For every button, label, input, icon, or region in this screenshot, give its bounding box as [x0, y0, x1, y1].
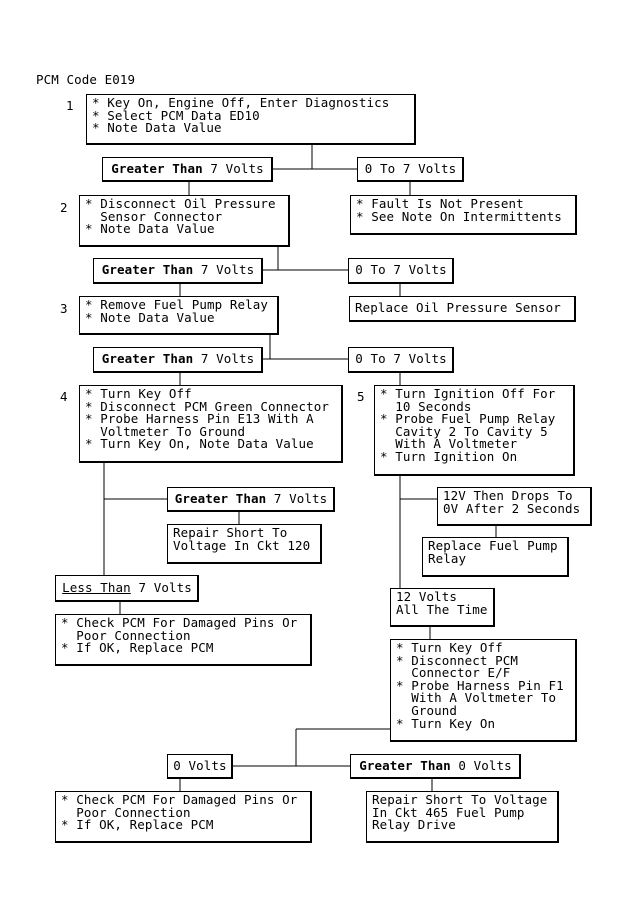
step-6-line: Ground [396, 702, 458, 718]
step-5-line: With A Voltmeter [380, 436, 518, 452]
step-4-line: * Probe Harness Pin E13 With A [85, 411, 314, 427]
condition-greater-than-7v: Greater Than 7 Volts [93, 347, 263, 373]
result-line: * Fault Is Not Present [356, 196, 524, 211]
step-1-line: * Key On, Engine Off, Enter Diagnostics [92, 95, 390, 110]
step-6-line: Connector E/F [396, 665, 511, 681]
step-2-line: * Disconnect Oil Pressure [85, 196, 276, 211]
condition-greater-than-7v: Greater Than 7 Volts [167, 487, 335, 512]
condition-rest: 7 Volts [202, 160, 264, 176]
step-number-1: 1 [66, 98, 74, 113]
condition-line: 12V Then Drops To [443, 488, 573, 503]
result-line: In Ckt 465 Fuel Pump [372, 804, 525, 820]
condition-rest: 7 Volts [193, 262, 255, 278]
result-line: * Check PCM For Damaged Pins Or [61, 792, 298, 807]
page-title: PCM Code E019 [36, 72, 136, 87]
result-line: * See Note On Intermittents [356, 208, 562, 224]
result-line: Relay [428, 550, 467, 566]
condition-rest: 0 Volts [450, 757, 512, 773]
step-3-box: * Remove Fuel Pump Relay * Note Data Val… [79, 296, 279, 335]
check-pcm-box: * Check PCM For Damaged Pins Or Poor Con… [55, 614, 312, 666]
condition-bold: Greater Than [101, 351, 194, 367]
condition-0-to-7v: 0 To 7 Volts [348, 258, 454, 284]
repair-short-ckt-465-box: Repair Short To Voltage In Ckt 465 Fuel … [366, 791, 559, 843]
result-line: Relay Drive [372, 817, 456, 833]
step-4-line: * Disconnect PCM Green Connector [85, 398, 330, 414]
step-2-line: Sensor Connector [85, 208, 223, 224]
step-number-3: 3 [60, 301, 68, 316]
result-line: Repair Short To [173, 525, 288, 540]
step-6-line: * Turn Key Off [396, 640, 503, 655]
condition-less-than-7v: Less Than 7 Volts [55, 575, 199, 602]
condition-12v-then-drops: 12V Then Drops To 0V After 2 Seconds [437, 487, 592, 526]
result-line: Poor Connection [61, 627, 191, 643]
condition-bold: Greater Than [111, 160, 203, 176]
result-line: * If OK, Replace PCM [61, 817, 214, 833]
step-6-line: * Turn Key On [396, 715, 496, 731]
condition-line: 12 Volts [396, 589, 458, 604]
step-1-box: * Key On, Engine Off, Enter Diagnostics … [86, 94, 416, 145]
step-6-box: * Turn Key Off * Disconnect PCM Connecto… [390, 639, 577, 742]
fault-not-present-box: * Fault Is Not Present * See Note On Int… [350, 195, 577, 235]
replace-oil-pressure-sensor-box: Replace Oil Pressure Sensor [349, 296, 576, 322]
condition-line: 0V After 2 Seconds [443, 500, 581, 516]
condition-0-volts: 0 Volts [167, 754, 233, 779]
step-5-line: * Probe Fuel Pump Relay [380, 411, 556, 427]
condition-greater-than-7v: Greater Than 7 Volts [93, 258, 263, 284]
step-2-box: * Disconnect Oil Pressure Sensor Connect… [79, 195, 290, 247]
condition-greater-than-0v: Greater Than 0 Volts [350, 754, 521, 779]
step-3-line: * Remove Fuel Pump Relay [85, 297, 269, 312]
step-5-line: Cavity 2 To Cavity 5 [380, 423, 548, 439]
step-number-2: 2 [60, 200, 68, 215]
step-1-line: * Note Data Value [92, 120, 222, 136]
step-4-line: * Turn Key Off [85, 386, 192, 401]
step-6-line: * Probe Harness Pin F1 [396, 677, 564, 693]
step-number-4: 4 [60, 389, 68, 404]
condition-bold: Greater Than [174, 490, 267, 506]
condition-rest: 7 Volts [193, 351, 255, 367]
step-5-line: * Turn Ignition On [380, 448, 518, 464]
result-line: * If OK, Replace PCM [61, 640, 214, 656]
condition-greater-than-7v: Greater Than 7 Volts [102, 157, 273, 182]
step-5-line: * Turn Ignition Off For [380, 386, 556, 401]
step-number-5: 5 [357, 389, 365, 404]
condition-bold: Greater Than [101, 262, 194, 278]
result-line: * Check PCM For Damaged Pins Or [61, 615, 298, 630]
condition-0-to-7v: 0 To 7 Volts [348, 347, 454, 373]
step-5-line: 10 Seconds [380, 398, 472, 414]
condition-line: All The Time [396, 601, 488, 617]
condition-underlined: Less Than [62, 579, 131, 595]
condition-0-to-7v: 0 To 7 Volts [357, 157, 464, 182]
result-line: Voltage In Ckt 120 [173, 537, 311, 553]
step-2-line: * Note Data Value [85, 221, 215, 237]
step-5-box: * Turn Ignition Off For 10 Seconds * Pro… [374, 385, 575, 476]
step-4-line: * Turn Key On, Note Data Value [85, 436, 314, 452]
result-line: Replace Fuel Pump [428, 538, 558, 553]
step-1-line: * Select PCM Data ED10 [92, 107, 260, 123]
check-pcm-box: * Check PCM For Damaged Pins Or Poor Con… [55, 791, 312, 843]
condition-rest: 7 Volts [266, 490, 328, 506]
step-3-line: * Note Data Value [85, 309, 215, 325]
replace-fuel-pump-relay-box: Replace Fuel Pump Relay [422, 537, 569, 577]
step-4-box: * Turn Key Off * Disconnect PCM Green Co… [79, 385, 343, 463]
condition-bold: Greater Than [359, 757, 451, 773]
step-4-line: Voltmeter To Ground [85, 423, 246, 439]
result-line: Poor Connection [61, 804, 191, 820]
condition-rest: 7 Volts [130, 579, 192, 595]
condition-12v-all-the-time: 12 Volts All The Time [390, 588, 495, 627]
result-line: Repair Short To Voltage [372, 792, 548, 807]
repair-short-ckt-120-box: Repair Short To Voltage In Ckt 120 [167, 524, 322, 564]
step-6-line: * Disconnect PCM [396, 652, 519, 668]
step-6-line: With A Voltmeter To [396, 690, 557, 706]
